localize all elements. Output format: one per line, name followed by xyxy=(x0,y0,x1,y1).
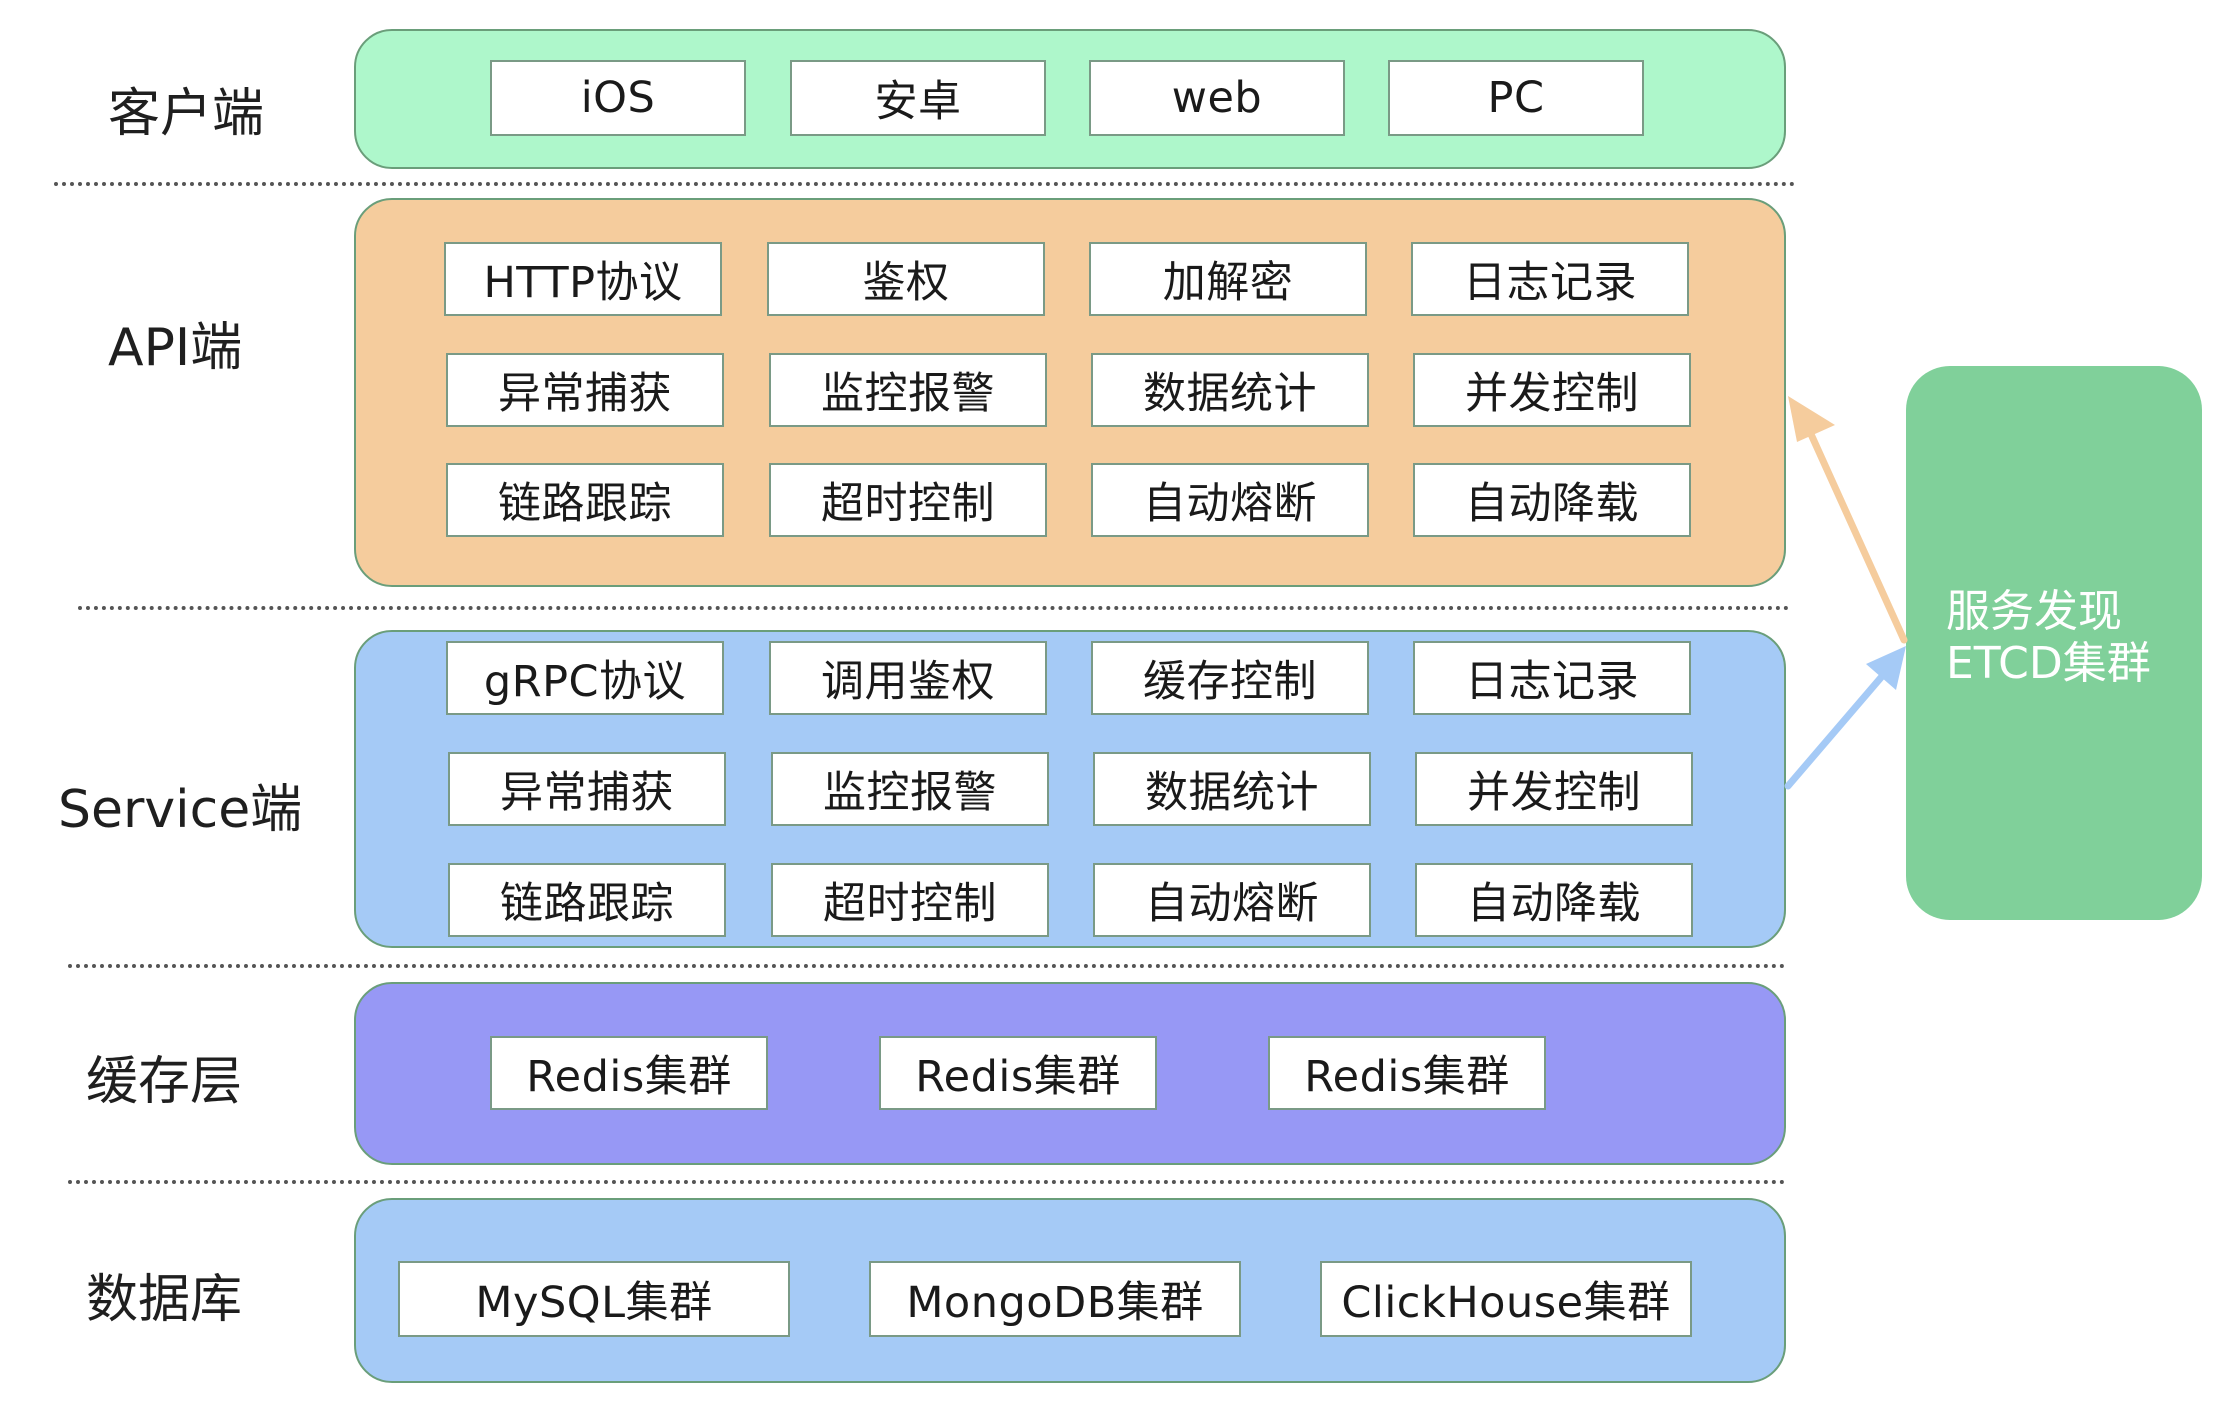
api-cell: 链路跟踪 xyxy=(446,463,724,537)
service-cell: 监控报警 xyxy=(771,752,1049,826)
api-cell: 自动降载 xyxy=(1413,463,1691,537)
cache-cell: Redis集群 xyxy=(1268,1036,1546,1110)
discovery-subtitle: ETCD集群 xyxy=(1946,638,2151,689)
cache-cell: Redis集群 xyxy=(490,1036,768,1110)
discovery-title: 服务发现 xyxy=(1946,586,2122,638)
api-cell: 超时控制 xyxy=(769,463,1047,537)
api-cell: 自动熔断 xyxy=(1091,463,1369,537)
db-cell: MongoDB集群 xyxy=(869,1261,1241,1337)
service-cell: 异常捕获 xyxy=(448,752,726,826)
client-cell: 安卓 xyxy=(790,60,1046,136)
arrow-api-head xyxy=(1788,396,1835,442)
api-cell: 鉴权 xyxy=(767,242,1045,316)
client-cell: iOS xyxy=(490,60,746,136)
tier-label-service: Service端 xyxy=(58,780,303,840)
service-cell: 调用鉴权 xyxy=(769,641,1047,715)
api-cell: 数据统计 xyxy=(1091,353,1369,427)
service-cell: 链路跟踪 xyxy=(448,863,726,937)
arrow-service-head xyxy=(1866,646,1906,690)
tier-label-client: 客户端 xyxy=(108,84,265,144)
service-cell: 缓存控制 xyxy=(1091,641,1369,715)
separator-api-service xyxy=(78,606,1790,610)
api-cell: 监控报警 xyxy=(769,353,1047,427)
api-cell: HTTP协议 xyxy=(444,242,722,316)
db-cell: ClickHouse集群 xyxy=(1320,1261,1692,1337)
service-cell: 超时控制 xyxy=(771,863,1049,937)
tier-label-db: 数据库 xyxy=(86,1270,243,1330)
api-cell: 加解密 xyxy=(1089,242,1367,316)
tier-label-cache: 缓存层 xyxy=(86,1052,243,1112)
separator-cache-db xyxy=(68,1180,1786,1184)
cache-cell: Redis集群 xyxy=(879,1036,1157,1110)
service-discovery-box: 服务发现 ETCD集群 xyxy=(1906,366,2202,920)
api-cell: 并发控制 xyxy=(1413,353,1691,427)
service-cell: 自动熔断 xyxy=(1093,863,1371,937)
service-cell: gRPC协议 xyxy=(446,641,724,715)
service-cell: 自动降载 xyxy=(1415,863,1693,937)
arrow-discovery-to-api xyxy=(1806,428,1908,644)
tier-label-api: API端 xyxy=(108,318,243,378)
service-cell: 并发控制 xyxy=(1415,752,1693,826)
client-cell: PC xyxy=(1388,60,1644,136)
api-cell: 异常捕获 xyxy=(446,353,724,427)
arrow-service-to-discovery xyxy=(1784,670,1888,790)
separator-service-cache xyxy=(68,964,1786,968)
service-cell: 数据统计 xyxy=(1093,752,1371,826)
separator-client-api xyxy=(54,182,1796,186)
client-cell: web xyxy=(1089,60,1345,136)
api-cell: 日志记录 xyxy=(1411,242,1689,316)
db-cell: MySQL集群 xyxy=(398,1261,790,1337)
service-cell: 日志记录 xyxy=(1413,641,1691,715)
